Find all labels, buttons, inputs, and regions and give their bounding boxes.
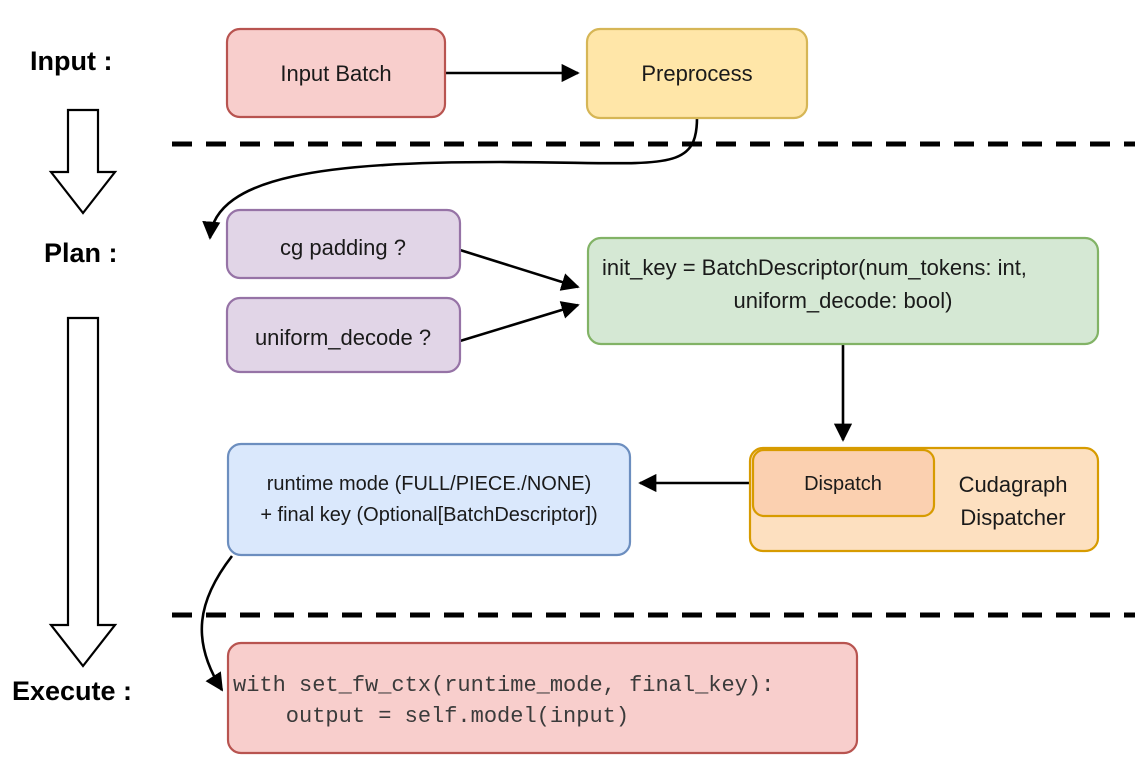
node-init-key[interactable]: init_key = BatchDescriptor(num_tokens: i…	[586, 236, 1100, 346]
edge-runtime-mode-to-execute	[200, 555, 234, 692]
node-cg-padding[interactable]: cg padding ?	[225, 208, 462, 280]
node-dispatch[interactable]: Dispatch	[751, 448, 936, 518]
node-runtime-mode-label-line1: runtime mode (FULL/PIECE./NONE)	[267, 473, 592, 495]
node-init-key-shape	[586, 236, 1100, 346]
node-uniform-decode[interactable]: uniform_decode ?	[225, 296, 462, 374]
node-cudagraph-dispatcher-label-line1: Cudagraph	[959, 472, 1068, 497]
node-input-batch[interactable]: Input Batch	[225, 27, 447, 119]
node-uniform-decode-label: uniform_decode ?	[255, 325, 431, 350]
node-execute-code-shape	[226, 641, 859, 755]
node-runtime-mode[interactable]: runtime mode (FULL/PIECE./NONE) + final …	[226, 442, 632, 557]
node-execute-code[interactable]: with set_fw_ctx(runtime_mode, final_key)…	[226, 641, 859, 755]
node-cudagraph-dispatcher-label-line2: Dispatcher	[960, 505, 1065, 530]
stage-label-input: Input :	[30, 46, 112, 76]
node-init-key-label-line1: init_key = BatchDescriptor(num_tokens: i…	[602, 255, 1027, 280]
node-init-key-label-line2: uniform_decode: bool)	[734, 288, 953, 313]
stage-label-plan: Plan :	[44, 238, 118, 268]
edge-cg-padding-to-init-key	[459, 248, 580, 291]
node-input-batch-shape	[225, 27, 447, 119]
node-cg-padding-shape	[225, 208, 462, 280]
node-preprocess-shape	[585, 27, 809, 120]
node-preprocess[interactable]: Preprocess	[585, 27, 809, 120]
stage-flow-arrow-plan-to-execute	[48, 316, 118, 668]
node-dispatch-shape	[751, 448, 936, 518]
edge-uniform-decode-to-init-key	[459, 301, 580, 343]
node-preprocess-label: Preprocess	[641, 61, 752, 86]
stage-flow-arrow-input-to-plan	[48, 108, 118, 215]
node-runtime-mode-shape	[226, 442, 632, 557]
node-uniform-decode-shape	[225, 296, 462, 374]
stage-label-execute: Execute :	[12, 676, 132, 706]
node-cg-padding-label: cg padding ?	[280, 235, 406, 260]
edge-preprocess-to-cg-padding	[202, 117, 699, 240]
node-dispatch-label: Dispatch	[804, 473, 882, 495]
node-execute-code-line2: output = self.model(input)	[233, 704, 629, 729]
node-runtime-mode-label-line2: + final key (Optional[BatchDescriptor])	[260, 504, 597, 526]
node-execute-code-line1: with set_fw_ctx(runtime_mode, final_key)…	[233, 673, 774, 698]
node-input-batch-label: Input Batch	[280, 61, 391, 86]
